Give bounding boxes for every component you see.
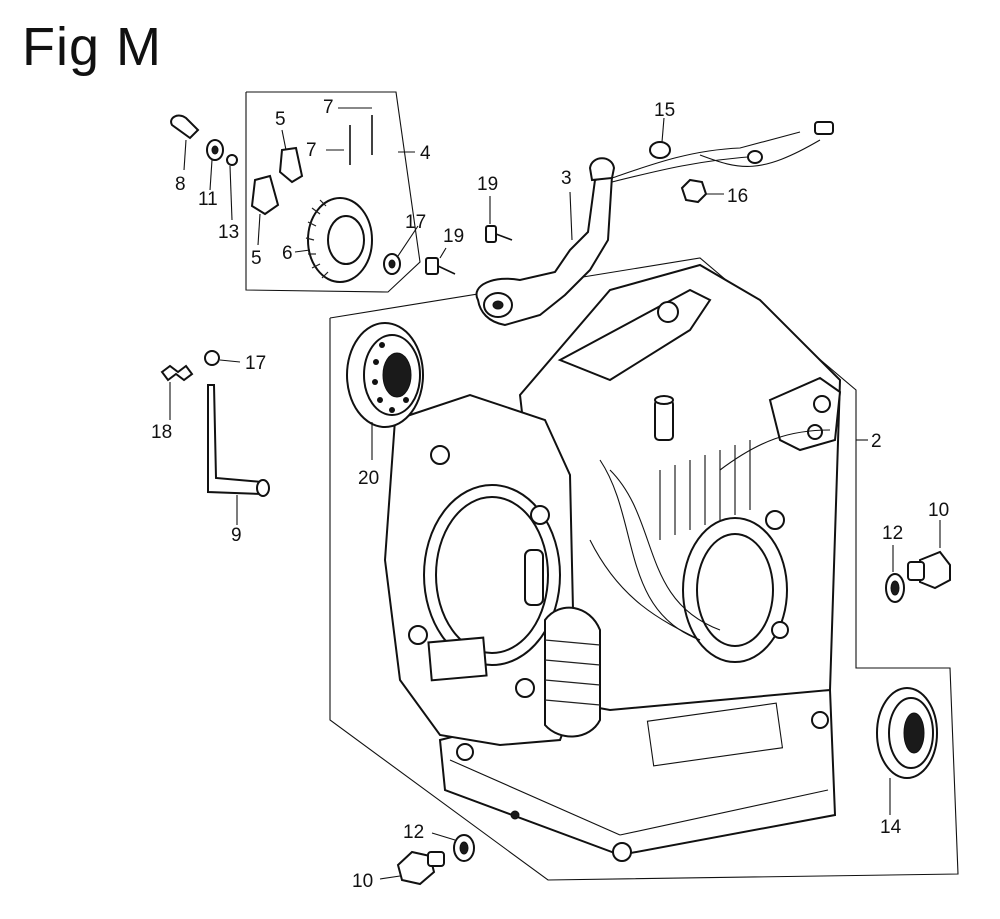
governor-shaft <box>160 350 270 525</box>
callout-20: 20 <box>358 468 379 489</box>
callout-6: 6 <box>282 243 293 264</box>
oil-seal-right <box>876 687 938 815</box>
callout-12-right: 12 <box>882 523 903 544</box>
bolt-19-b <box>425 247 456 275</box>
callout-3: 3 <box>561 168 572 189</box>
callout-labels: 2 3 4 5 5 6 7 7 8 9 10 10 11 12 12 13 14… <box>151 97 949 892</box>
callout-13: 13 <box>218 222 239 243</box>
callout-18: 18 <box>151 422 172 443</box>
callout-2: 2 <box>871 431 882 452</box>
callout-8: 8 <box>175 174 186 195</box>
callout-14: 14 <box>880 817 902 838</box>
callout-17-left: 17 <box>245 353 266 374</box>
callout-5-bottom: 5 <box>251 248 262 269</box>
drain-bolt-right <box>885 520 951 603</box>
governor-parts <box>170 107 419 283</box>
callout-7-top: 7 <box>323 97 334 118</box>
callout-4: 4 <box>420 143 431 164</box>
callout-17-top: 17 <box>405 212 426 233</box>
callout-9: 9 <box>231 525 242 546</box>
governor-gear <box>294 197 373 283</box>
callout-19-mid: 19 <box>443 226 464 247</box>
callout-16: 16 <box>727 186 748 207</box>
crankcase-body <box>383 263 842 862</box>
callout-19-top: 19 <box>477 174 498 195</box>
callout-5-top: 5 <box>275 109 286 130</box>
governor-group-bracket <box>245 91 421 293</box>
figure-title: Fig M <box>22 17 162 77</box>
oil-sensor-assembly <box>425 117 834 327</box>
callout-11: 11 <box>198 189 218 210</box>
callout-12-bottom: 12 <box>403 822 424 843</box>
bolt-19-a <box>485 196 513 243</box>
callout-10-right: 10 <box>928 500 949 521</box>
ball-bearing <box>346 322 424 460</box>
callout-15: 15 <box>654 100 675 121</box>
callout-7-mid: 7 <box>306 140 317 161</box>
callout-10-bottom: 10 <box>352 871 373 892</box>
drain-bolt-bottom <box>379 832 475 886</box>
